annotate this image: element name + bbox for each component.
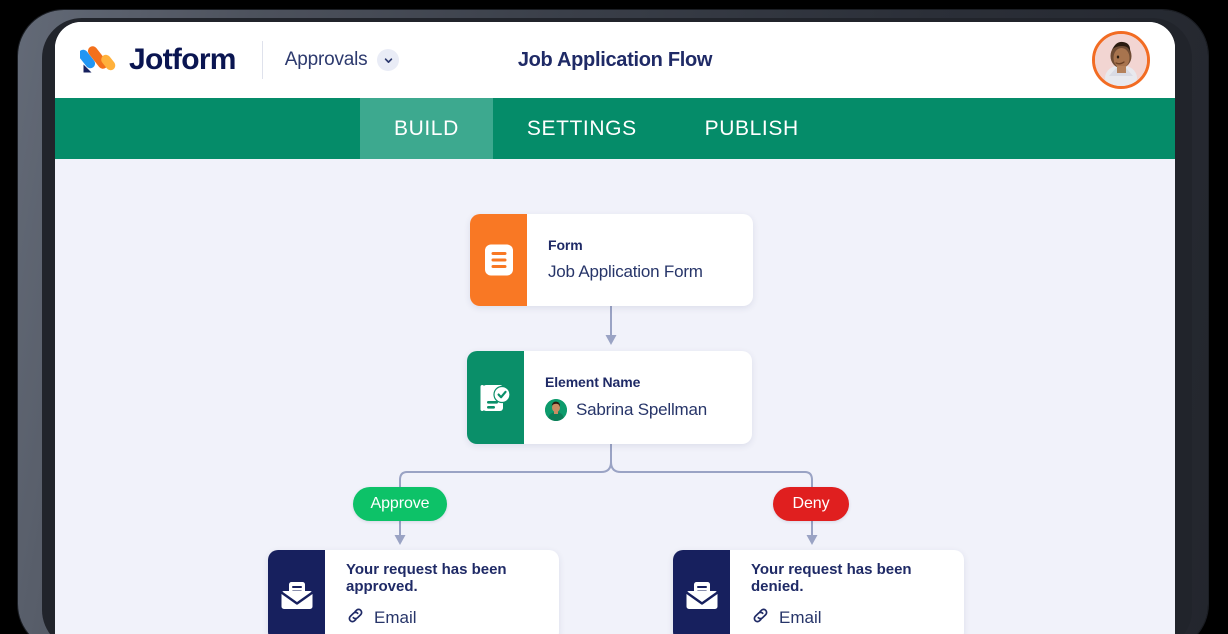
link-icon [751,606,770,630]
link-icon [346,606,365,630]
flow-node-element-value-row: Sabrina Spellman [545,398,734,421]
approval-checklist-icon [467,351,524,444]
flow-node-denied-email[interactable]: Your request has been denied. Email [673,550,964,634]
header-divider [261,41,263,79]
flow-node-approved-value: Email [374,608,417,627]
flow-node-denied-kicker: Your request has been denied. [751,561,912,595]
flow-node-element-kicker: Element Name [545,373,641,390]
flow-node-approved-link-row[interactable]: Email [346,606,541,630]
flow-node-approved-kicker: Your request has been approved. [346,561,507,595]
tab-publish[interactable]: PUBLISH [704,116,799,140]
chevron-down-icon[interactable] [377,49,400,71]
app-window: Jotform Approvals Job Application Flow [55,22,1175,634]
flow-node-approved-body: Your request has been approved. Email [325,550,559,634]
flow-node-element-body: Element Name Sabrina Spellman [524,351,752,444]
flow-node-form-body: Form Job Application Form [527,214,753,306]
workspace-selector[interactable]: Approvals [285,49,400,71]
brand-name: Jotform [129,43,236,76]
tab-settings[interactable]: SETTINGS [526,116,637,140]
flow-node-form[interactable]: Form Job Application Form [470,214,753,306]
branch-approve-pill[interactable]: Approve [353,487,447,521]
flow-node-denied-link-row[interactable]: Email [751,606,946,630]
flow-node-form-value: Job Application Form [548,262,703,281]
brand-logo[interactable]: Jotform [78,41,236,79]
assignee-avatar [545,398,567,421]
flow-connectors [394,306,818,545]
workspace-label: Approvals [284,49,368,70]
app-header: Jotform Approvals Job Application Flow [55,22,1175,98]
envelope-icon [673,550,730,634]
flow-node-approved-email[interactable]: Your request has been approved. Email [268,550,559,634]
form-document-icon [470,214,527,306]
flow-node-element-value: Sabrina Spellman [576,399,707,419]
envelope-icon [268,550,325,634]
flow-node-element[interactable]: Element Name Sabrina Spellman [467,351,752,444]
flow-node-denied-value: Email [779,608,822,627]
jotform-logo-icon [78,41,118,79]
flow-node-denied-body: Your request has been denied. Email [730,550,964,634]
branch-deny-pill[interactable]: Deny [773,487,849,521]
flow-canvas[interactable]: Form Job Application Form [55,159,1175,634]
main-nav: BUILD SETTINGS PUBLISH [55,98,1175,159]
tab-build[interactable]: BUILD [360,98,493,159]
flow-node-form-kicker: Form [548,237,583,253]
user-avatar[interactable] [1092,31,1150,89]
